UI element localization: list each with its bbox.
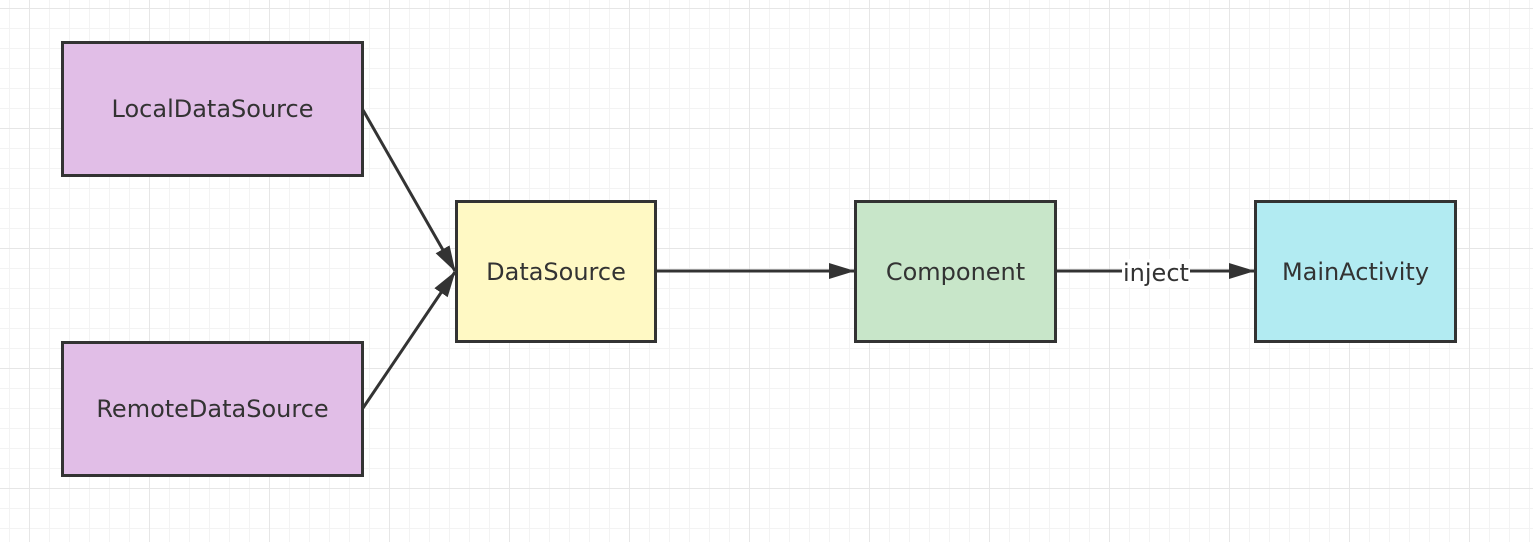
node-label: MainActivity [1281, 257, 1430, 286]
node-local-data-source[interactable]: LocalDataSource [61, 41, 364, 177]
edge-remote-to-datasource[interactable] [361, 271, 457, 409]
node-label: RemoteDataSource [96, 395, 329, 423]
node-label: DataSource [486, 257, 626, 286]
node-label: LocalDataSource [111, 95, 314, 123]
node-data-source[interactable]: DataSource [455, 200, 657, 343]
node-remote-data-source[interactable]: RemoteDataSource [61, 341, 364, 477]
node-main-activity[interactable]: MainActivity [1254, 200, 1457, 343]
node-label: Component [885, 257, 1026, 286]
edge-label-inject: inject [1122, 259, 1190, 287]
edge-local-to-datasource[interactable] [361, 109, 457, 272]
node-component[interactable]: Component [854, 200, 1057, 343]
